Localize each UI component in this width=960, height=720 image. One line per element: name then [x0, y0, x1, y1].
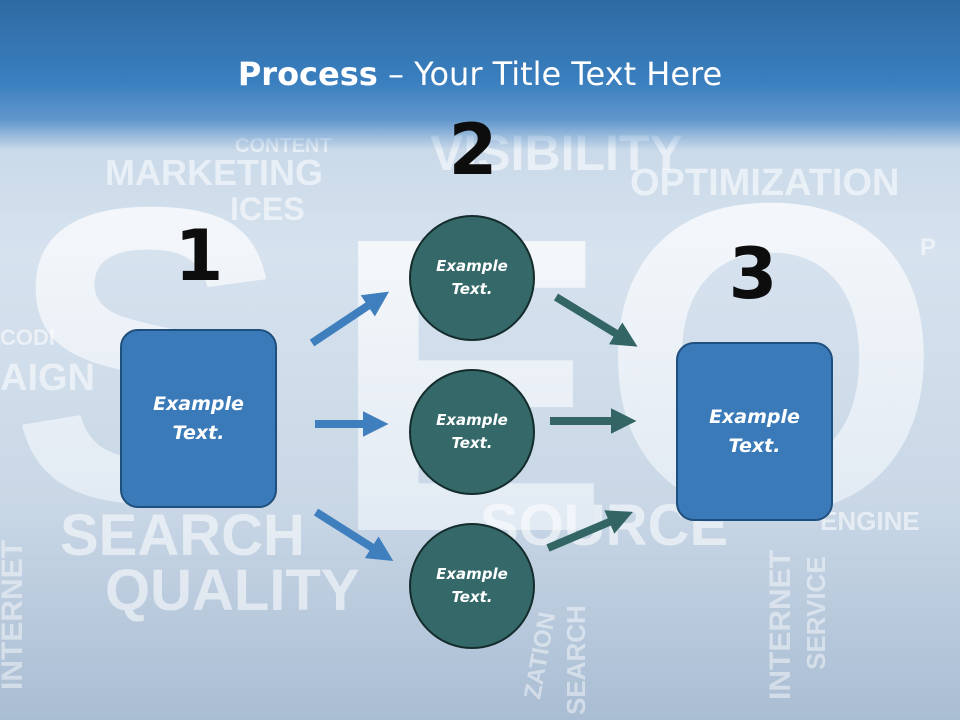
svg-text:CODI: CODI	[0, 325, 55, 350]
step-2-circle-middle: Example Text.	[409, 369, 535, 495]
step-number-1: 1	[174, 215, 224, 297]
title-bold: Process	[237, 55, 378, 93]
svg-text:QUALITY: QUALITY	[105, 558, 360, 623]
svg-text:AIGN: AIGN	[0, 357, 95, 399]
arrow-top-to-3	[553, 293, 638, 347]
step-1-box: Example Text.	[120, 329, 277, 508]
svg-text:INTERNET: INTERNET	[764, 550, 797, 700]
svg-text:ICES: ICES	[230, 191, 305, 227]
arrow-bottom-to-3	[546, 510, 633, 552]
svg-text:INTERNET: INTERNET	[0, 540, 29, 690]
step-3-text: Example Text.	[709, 405, 800, 457]
svg-text:SERVICE: SERVICE	[801, 556, 831, 670]
title-rest: – Your Title Text Here	[377, 55, 723, 93]
svg-text:MARKETING: MARKETING	[105, 152, 323, 193]
step-2-circle-top: Example Text.	[409, 215, 535, 341]
step-1-text: Example Text.	[153, 392, 244, 444]
svg-text:OPTIMIZATION: OPTIMIZATION	[630, 162, 900, 204]
svg-text:ENGINE: ENGINE	[820, 506, 920, 536]
arrow-1-to-top	[309, 291, 390, 347]
svg-text:SEARCH: SEARCH	[561, 605, 591, 715]
arrow-1-to-bottom	[313, 508, 394, 561]
step-3-box: Example Text.	[676, 342, 833, 521]
step-number-2: 2	[448, 109, 498, 191]
svg-text:SEARCH: SEARCH	[60, 503, 305, 568]
step-number-3: 3	[728, 233, 778, 315]
circle-top-text: Example Text.	[436, 257, 508, 298]
step-2-circle-bottom: Example Text.	[409, 523, 535, 649]
circle-middle-text: Example Text.	[436, 411, 508, 452]
circle-bottom-text: Example Text.	[436, 565, 508, 606]
svg-text:P: P	[920, 234, 936, 261]
title-bar	[0, 0, 960, 150]
slide-title: Process – Your Title Text Here	[0, 52, 960, 96]
